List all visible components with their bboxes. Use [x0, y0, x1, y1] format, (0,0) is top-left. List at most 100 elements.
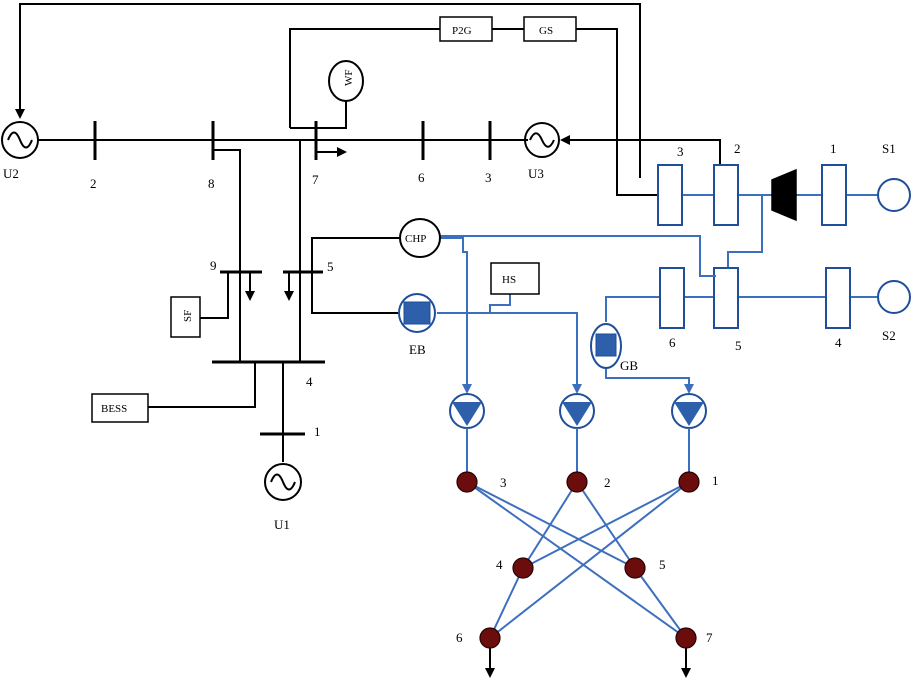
gas-node-4-label: 4	[835, 335, 842, 350]
u3-sine-icon	[529, 132, 555, 148]
bus-2-label: 2	[90, 176, 97, 191]
u1-label: U1	[274, 517, 290, 532]
bess-line	[148, 362, 256, 408]
hs-box	[490, 262, 540, 295]
gb-label: GB	[620, 358, 638, 373]
u3-generator-icon	[524, 122, 560, 158]
bus-1-label: 1	[314, 424, 321, 439]
bus-8-label: 8	[208, 176, 215, 191]
u2-generator-icon	[1, 121, 39, 159]
chp-heat-to-pump-3	[435, 237, 472, 394]
gas-source-s1-icon	[877, 178, 911, 212]
sf-box	[170, 296, 201, 338]
chp-label: CHP	[405, 233, 426, 245]
labels: U2 U3 U1 2 8 7 6 3 9 5 4 1 P2G GS WF SF …	[3, 25, 896, 645]
eb-electric-line	[311, 272, 398, 314]
gas-to-u3-line	[560, 135, 721, 165]
compressor-icon	[771, 168, 797, 222]
pump-2-icon	[559, 393, 595, 429]
hs-label: HS	[502, 274, 516, 286]
gas-node-2-label: 2	[734, 141, 741, 156]
gas-line-2-5	[727, 195, 763, 268]
gb-fill-icon	[595, 333, 617, 357]
bess-label: BESS	[101, 403, 127, 415]
bus-7-feeder	[299, 139, 316, 362]
electric-network	[1, 3, 721, 501]
heat-node-3	[456, 471, 478, 493]
heat-node-2-label: 2	[604, 475, 611, 490]
gas-node-6-label: 6	[669, 335, 676, 350]
gas-node-5-label: 5	[735, 338, 742, 353]
hs-line	[489, 294, 511, 313]
u2-sine-icon	[7, 131, 33, 149]
gas-node-6-box	[659, 267, 685, 329]
wf-line	[290, 101, 347, 129]
gas-source-s2-label: S2	[882, 328, 896, 343]
heat-node-1	[678, 471, 700, 493]
bus-8-feeder	[213, 149, 241, 362]
chp-gas-line	[440, 235, 716, 277]
p2g-label: P2G	[452, 25, 472, 37]
eb-label: EB	[409, 342, 426, 357]
gb-heat-to-pump-1	[605, 368, 694, 394]
bus-5-label: 5	[327, 259, 334, 274]
pipe-1-6	[489, 481, 690, 639]
bus-7-label: 7	[312, 172, 319, 187]
p2g-box	[439, 16, 493, 42]
heat-node-6	[479, 627, 501, 649]
sf-line	[200, 272, 229, 319]
pipe-1-4	[522, 481, 690, 569]
gas-source-s1-label: S1	[882, 141, 896, 156]
wf-node	[328, 60, 364, 102]
bess-box	[91, 393, 149, 423]
chp-node	[399, 218, 441, 258]
wf-label: WF	[343, 70, 355, 87]
pipe-2-4	[522, 481, 578, 569]
heat-network	[398, 218, 716, 678]
heat-node-2	[566, 471, 588, 493]
heat-node-4	[512, 557, 534, 579]
gas-node-5-box	[713, 267, 739, 329]
heat-node-5	[624, 557, 646, 579]
u1-generator-icon	[264, 463, 302, 501]
pipe-4-6	[489, 567, 524, 639]
eb-heat-to-pump-2	[437, 312, 582, 394]
gas-node-3-box	[657, 164, 683, 226]
bus-6-label: 6	[418, 170, 425, 185]
gs-to-gas-line	[576, 28, 658, 196]
bus-4-label: 4	[306, 374, 313, 389]
u3-label: U3	[528, 166, 544, 181]
gas-to-u2-line	[15, 3, 641, 178]
pump-1-icon	[671, 393, 707, 429]
eb-fill-icon	[403, 301, 431, 325]
pump-3-icon	[449, 393, 485, 429]
gas-source-s2-icon	[877, 280, 911, 314]
gas-node-2-box	[713, 164, 739, 226]
gas-node-3-label: 3	[677, 144, 684, 159]
heat-node-4-label: 4	[496, 557, 503, 572]
heat-node-7-label: 7	[706, 630, 713, 645]
gas-node-1-label: 1	[830, 141, 837, 156]
u1-sine-icon	[270, 473, 296, 491]
sf-label: SF	[182, 310, 194, 322]
heat-node-5-label: 5	[659, 557, 666, 572]
bus-9-label: 9	[210, 258, 217, 273]
gas-line-6-gb	[605, 296, 660, 322]
gs-label: GS	[539, 25, 553, 37]
gs-box	[523, 16, 577, 42]
bus-3-label: 3	[485, 170, 492, 185]
gas-node-1-box	[821, 164, 847, 226]
heat-node-1-label: 1	[712, 473, 719, 488]
u2-label: U2	[3, 166, 19, 181]
pipe-3-7	[466, 481, 687, 639]
pipe-5-7	[634, 567, 687, 639]
heat-node-7	[675, 627, 697, 649]
gas-node-4-box	[825, 267, 851, 329]
gas-network	[605, 164, 911, 329]
heat-node-6-label: 6	[456, 630, 463, 645]
chp-electric-line	[311, 237, 404, 272]
heat-node-3-label: 3	[500, 475, 507, 490]
p2g-line-left	[289, 28, 440, 128]
